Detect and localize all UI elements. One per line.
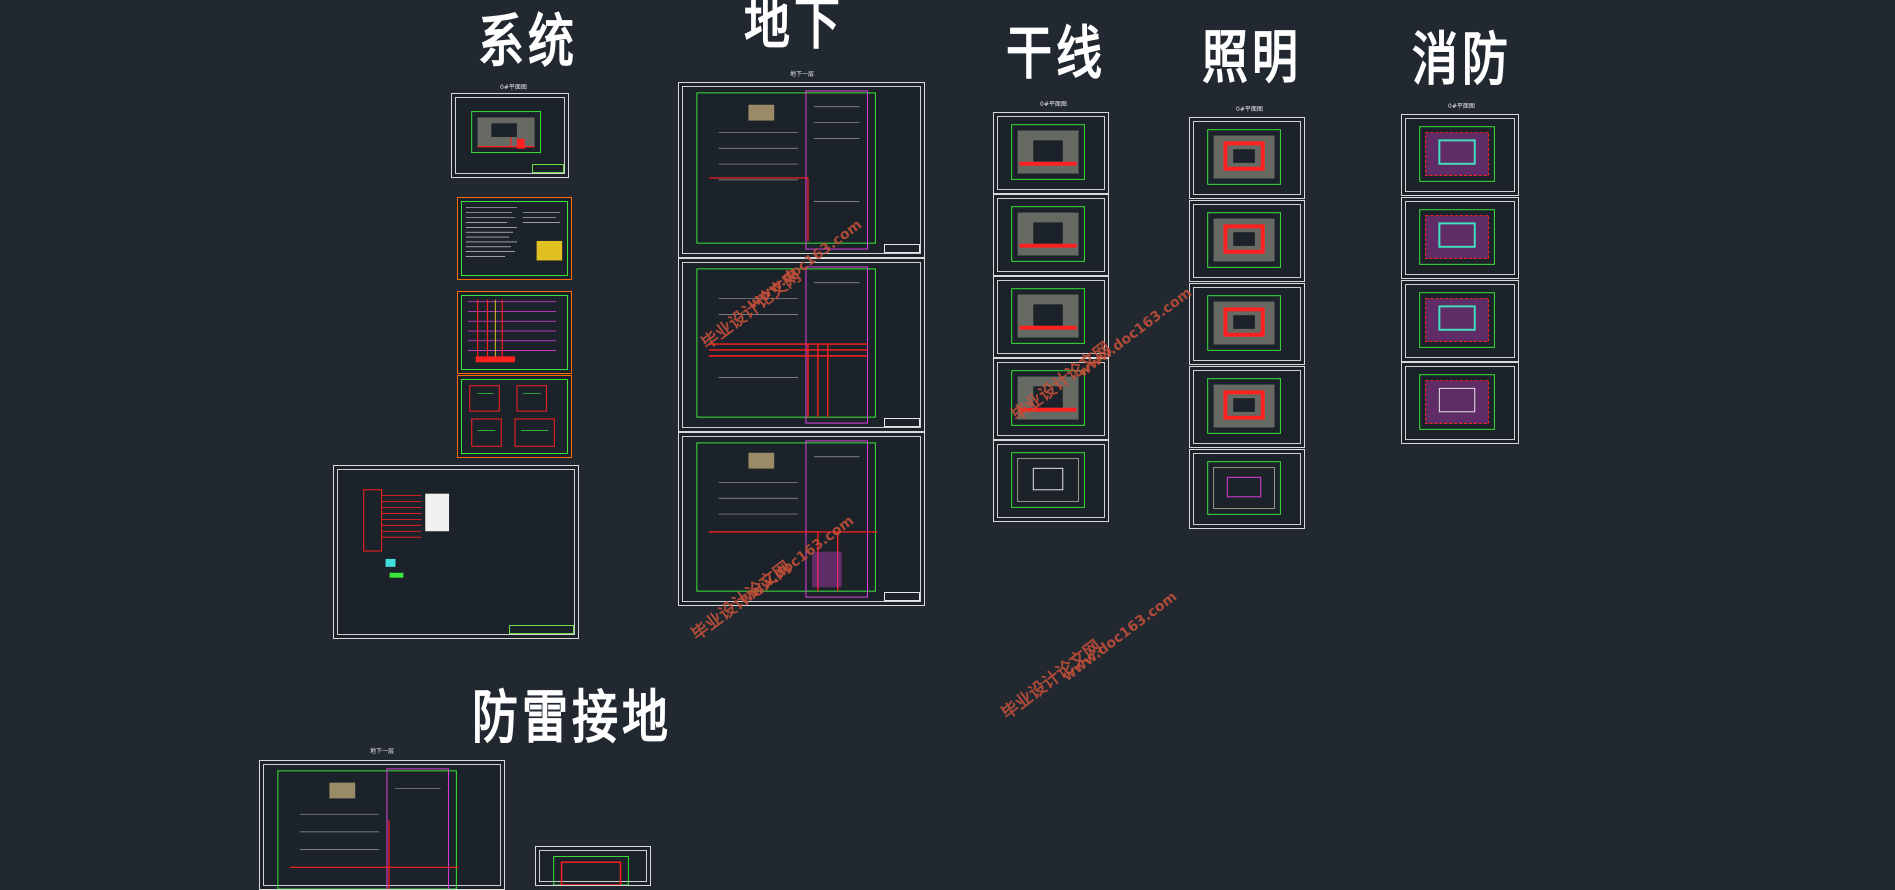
drawing-sheet-trunk-3[interactable] xyxy=(993,276,1109,358)
drawing-sheet-trunk-1[interactable] xyxy=(993,112,1109,194)
drawing-sheet-lighting-3[interactable] xyxy=(1189,283,1305,365)
drawing-sheet-trunk-5[interactable] xyxy=(993,440,1109,522)
sheet-title: 0#平面图 xyxy=(500,84,527,91)
heading-basement: 地下 xyxy=(744,0,844,57)
drawing-sheet-fire-2[interactable] xyxy=(1401,197,1519,279)
heading-system: 系统 xyxy=(478,7,578,75)
drawing-sheet-lighting-1[interactable] xyxy=(1189,117,1305,199)
drawing-sheet-basement-1[interactable] xyxy=(678,82,925,258)
drawing-sheet-system-plan[interactable] xyxy=(451,93,569,178)
drawing-sheet-distribution-system[interactable] xyxy=(333,465,579,639)
drawing-sheet-fire-3[interactable] xyxy=(1401,280,1519,362)
heading-lightning-grounding: 防雷接地 xyxy=(472,683,672,751)
watermark-url: www.doc163.com xyxy=(1060,588,1181,685)
drawing-sheet-basement-2[interactable] xyxy=(678,258,925,432)
drawing-sheet-basement-3[interactable] xyxy=(678,432,925,606)
drawing-sheet-fire-4[interactable] xyxy=(1401,362,1519,444)
drawing-sheet-design-notes[interactable] xyxy=(457,197,572,280)
drawing-sheet-riser-diagram[interactable] xyxy=(457,291,572,374)
drawing-sheet-fire-1[interactable] xyxy=(1401,114,1519,196)
sheet-title: 0#平面图 xyxy=(1448,103,1475,110)
drawing-sheet-lighting-4[interactable] xyxy=(1189,366,1305,448)
heading-trunk: 干线 xyxy=(1006,19,1106,87)
drawing-sheet-lighting-2[interactable] xyxy=(1189,200,1305,282)
heading-lighting: 照明 xyxy=(1202,23,1302,91)
drawing-sheet-roof-lightning[interactable] xyxy=(535,846,651,886)
watermark-text: 毕业设计论文网 xyxy=(998,636,1106,724)
drawing-sheet-detail-diagrams[interactable] xyxy=(457,375,572,458)
drawing-sheet-lighting-5[interactable] xyxy=(1189,449,1305,529)
sheet-title: 0#平面图 xyxy=(1040,101,1067,108)
sheet-title: 0#平面图 xyxy=(1236,106,1263,113)
drawing-sheet-trunk-2[interactable] xyxy=(993,194,1109,276)
drawing-sheet-lightning-basement[interactable] xyxy=(259,760,505,890)
sheet-title: 地下一层 xyxy=(370,748,395,755)
drawing-sheet-trunk-4[interactable] xyxy=(993,358,1109,440)
sheet-title: 地下一层 xyxy=(790,71,815,78)
heading-fire: 消防 xyxy=(1412,25,1512,93)
